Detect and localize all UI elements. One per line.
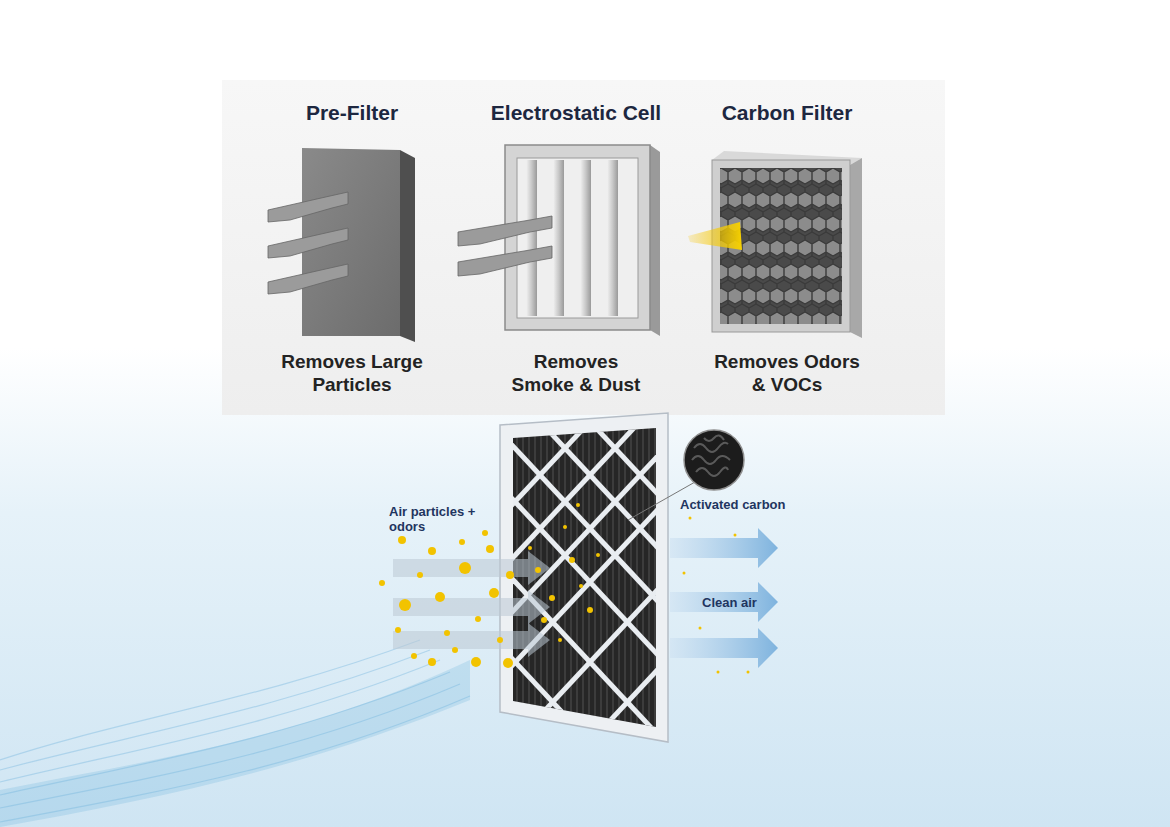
- diagram-label: Clean air: [702, 595, 802, 610]
- diagram-label: Activated carbon: [680, 497, 820, 512]
- panel-background: [222, 80, 945, 415]
- activated-carbon-filter: [330, 400, 850, 827]
- filter-stage: Carbon FilterRemoves Odors & VOCs: [687, 100, 887, 396]
- pre-filter-illustration: [268, 148, 415, 342]
- incoming-air-arrows: [393, 551, 550, 657]
- background-swoosh: [0, 660, 470, 827]
- stage-caption: Removes Odors & VOCs: [710, 350, 865, 396]
- stage-caption: Removes Large Particles: [277, 350, 427, 396]
- carbon-filter-illustration: [688, 151, 862, 338]
- filter-stage: Electrostatic CellRemoves Smoke & Dust: [476, 100, 676, 396]
- stage-title: Pre-Filter: [306, 100, 398, 126]
- filter-stage: Pre-FilterRemoves Large Particles: [252, 100, 452, 396]
- stage-title: Carbon Filter: [722, 100, 853, 126]
- stage-caption: Removes Smoke & Dust: [506, 350, 646, 396]
- odor-particles: [379, 503, 750, 674]
- stage-title: Electrostatic Cell: [491, 100, 661, 126]
- diagram-label: Air particles + odors: [389, 504, 479, 534]
- electrostatic-cell-illustration: [458, 145, 660, 336]
